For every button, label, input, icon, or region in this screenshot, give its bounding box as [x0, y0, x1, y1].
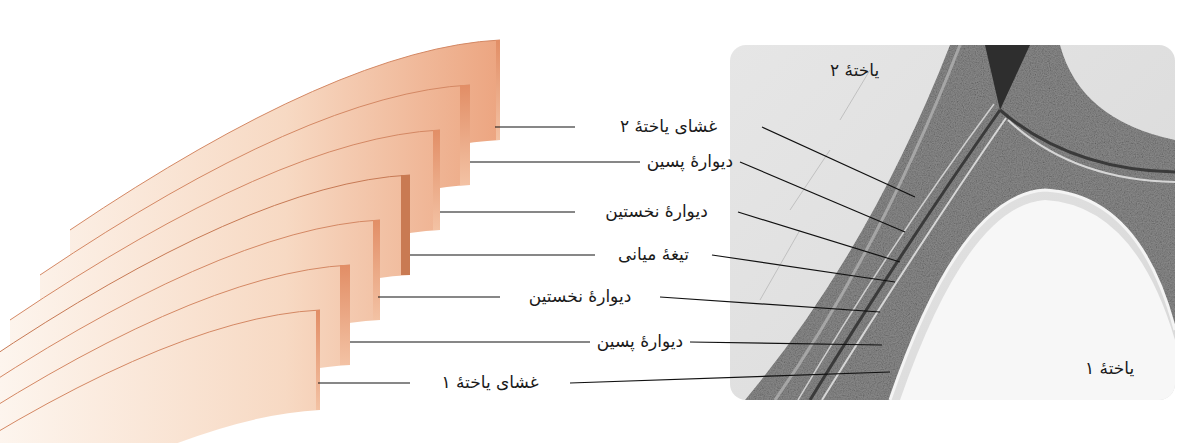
callout-label: غشای یاختهٔ ۲	[575, 115, 762, 137]
cell-label: یاختهٔ ۱	[1085, 357, 1134, 379]
callout-label: دیوارهٔ نخستین	[575, 200, 738, 222]
callout-label: دیوارهٔ پسین	[590, 330, 690, 352]
callout-label: تیغهٔ میانی	[595, 243, 712, 265]
cell-label: یاختهٔ ۲	[830, 59, 879, 81]
callout-label: دیوارهٔ پسین	[640, 150, 740, 172]
wall-layers	[0, 40, 500, 443]
callout-label: غشای یاختهٔ ۱	[410, 371, 570, 393]
callout-label: دیوارهٔ نخستین	[500, 285, 660, 307]
micrograph-panel: یاختهٔ ۲ یاختهٔ ۱	[730, 45, 1175, 400]
